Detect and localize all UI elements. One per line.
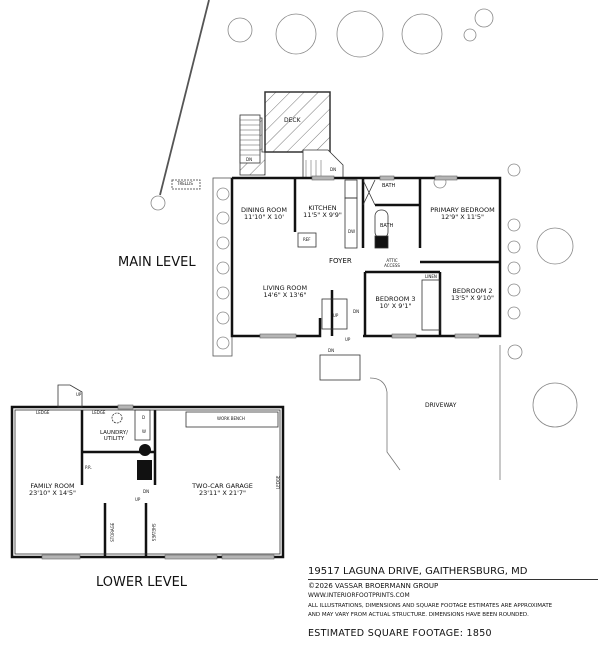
info-block: 19517 LAGUNA DRIVE, GAITHERSBURG, MD ©20… <box>308 566 598 639</box>
room-living: LIVING ROOM 14'6" X 13'6" <box>262 284 308 300</box>
trellis-label: TRELLIS <box>177 181 193 186</box>
driveway-label: DRIVEWAY <box>425 402 457 409</box>
room-bedroom-3: BEDROOM 3 10' X 9'1" <box>375 295 416 311</box>
landscape <box>150 0 578 480</box>
room-bedroom-2: BEDROOM 2 13'5" X 9'10" <box>451 287 494 303</box>
washer-label: W <box>142 429 146 434</box>
disclaimer-line-2: AND MAY VARY FROM ACTUAL STRUCTURE. DIME… <box>308 612 529 618</box>
attic-access-label: ATTIC ACCESS <box>384 258 400 268</box>
bath-upper-label: BATH <box>382 183 396 189</box>
ledge-left-label: LEDGE <box>36 410 50 415</box>
stair-up-label: UP <box>333 313 339 318</box>
up-outside-label: UP <box>76 392 82 397</box>
deck-label: DECK <box>284 117 301 124</box>
stair-dn-label: DN <box>353 309 360 314</box>
storage-label: STORAGE <box>110 522 116 542</box>
room-primary-bedroom: PRIMARY BEDROOM 12'9" X 11'5" <box>430 206 495 222</box>
room-garage: TWO-CAR GARAGE 23'11" X 21'7" <box>192 482 253 498</box>
linen-label: LINEN <box>425 274 437 279</box>
main-level-title: MAIN LEVEL <box>118 255 196 270</box>
trellis <box>171 179 201 190</box>
laundry-utility-label: LAUNDRY/ UTILITY <box>99 430 128 443</box>
bath-lower-label: BATH <box>380 223 394 229</box>
disclaimer-line-1: ALL ILLUSTRATIONS, DIMENSIONS AND SQUARE… <box>308 603 553 609</box>
foyer-label: FOYER <box>329 257 352 265</box>
copyright: ©2026 VASSAR BROERMANN GROUP <box>308 582 439 590</box>
deck <box>239 91 344 179</box>
ref-label: REF <box>303 237 311 242</box>
main-level-walls <box>212 176 502 357</box>
deck-dn-right-label: DN <box>330 167 337 172</box>
room-dining: DINING ROOM 11'10" X 10' <box>240 206 288 222</box>
ledge-mid-label: LEDGE <box>92 410 106 415</box>
entry-dn-label: DN <box>328 348 335 353</box>
website-link[interactable]: WWW.INTERIORFOOTPRINTS.COM <box>308 592 410 599</box>
shelves-label: SHELVES <box>151 523 157 542</box>
lower-level-title: LOWER LEVEL <box>96 575 188 590</box>
square-footage: ESTIMATED SQUARE FOOTAGE: 1850 <box>308 628 492 639</box>
work-bench-label: WORK BENCH <box>217 416 245 421</box>
property-address: 19517 LAGUNA DRIVE, GAITHERSBURG, MD <box>308 566 598 580</box>
room-family: FAMILY ROOM 23'10" X 14'5" <box>28 482 77 498</box>
deck-dn-left-label: DN <box>246 157 253 162</box>
dw-label: DW <box>348 229 356 234</box>
dryer-label: D <box>142 415 146 420</box>
powder-room-label: P.R. <box>85 465 92 470</box>
ledge-right-label: LEDGE <box>275 475 281 490</box>
room-kitchen: KITCHEN 11'5" X 9'9" <box>303 204 342 220</box>
up-stair-label: UP <box>135 497 141 502</box>
entry-up-label: UP <box>345 337 351 342</box>
dn-garage-label: DN <box>143 489 150 494</box>
